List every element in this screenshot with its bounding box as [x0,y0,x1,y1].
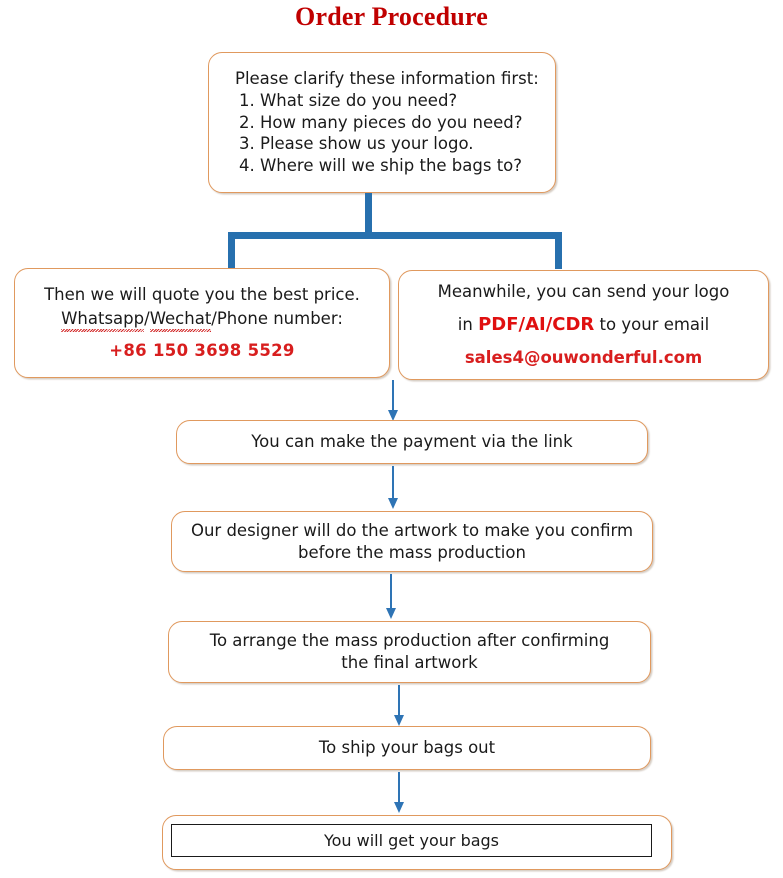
box-ship: To ship your bags out [163,726,651,770]
payment-line-1: You can make the payment via the link [251,432,573,452]
logo-line2-prefix: in [457,314,479,334]
box-logo: Meanwhile, you can send your logo in PDF… [398,270,769,380]
clarify-item-2: 2. How many pieces do you need? [239,112,523,132]
artwork-line-2: before the mass production [298,542,526,562]
logo-line-2: in PDF/AI/CDR to your email [399,313,768,337]
production-line-2: the final artwork [341,653,478,672]
logo-line-1: Meanwhile, you can send your logo [437,281,730,301]
box-clarify: Please clarify these information first: … [208,52,556,193]
logo-line2-suffix: to your email [594,314,710,334]
arrow-payment-to-artwork [388,466,398,509]
ship-line-1: To ship your bags out [318,738,496,758]
artwork-line-1: Our designer will do the artwork to make… [190,520,634,540]
arrow-production-to-ship [394,685,404,726]
box-production: To arrange the mass production after con… [168,621,651,683]
email-address[interactable]: sales4@ouwonderful.com [464,348,703,368]
box-quote: Then we will quote you the best price. W… [14,268,390,378]
wechat-text: Wechat [149,308,212,333]
clarify-item-4: 4. Where will we ship the bags to? [239,156,523,176]
phone-number[interactable]: +86 150 3698 5529 [109,341,295,361]
receive-line-1: You will get your bags [323,831,500,850]
whatsapp-text: Whatsapp [61,308,145,333]
box-payment: You can make the payment via the link [176,420,648,464]
clarify-item-1: 1. What size do you need? [239,90,458,110]
quote-line-1: Then we will quote you the best price. [44,284,360,304]
arrow-artwork-to-production [386,574,396,619]
connector-split-right-drop [555,232,562,269]
box-artwork: Our designer will do the artwork to make… [171,511,653,572]
connector-split-bar [228,232,562,239]
production-line-1: To arrange the mass production after con… [209,631,610,651]
page-title: Order Procedure [295,2,488,31]
quote-sep-1: / [144,308,150,328]
file-formats: PDF/AI/CDR [478,313,595,335]
arrow-quote-to-payment [388,380,398,421]
connector-split-stem [365,193,372,238]
quote-line-2: Whatsapp/Wechat/Phone number: [15,308,389,333]
connector-split-left-drop [228,232,235,269]
quote-sep-2: /Phone number: [211,308,343,328]
clarify-item-3: 3. Please show us your logo. [239,134,474,154]
box-receive-inner-frame: You will get your bags [171,824,652,857]
clarify-heading: Please clarify these information first: [235,68,539,88]
arrow-ship-to-receive [394,772,404,813]
